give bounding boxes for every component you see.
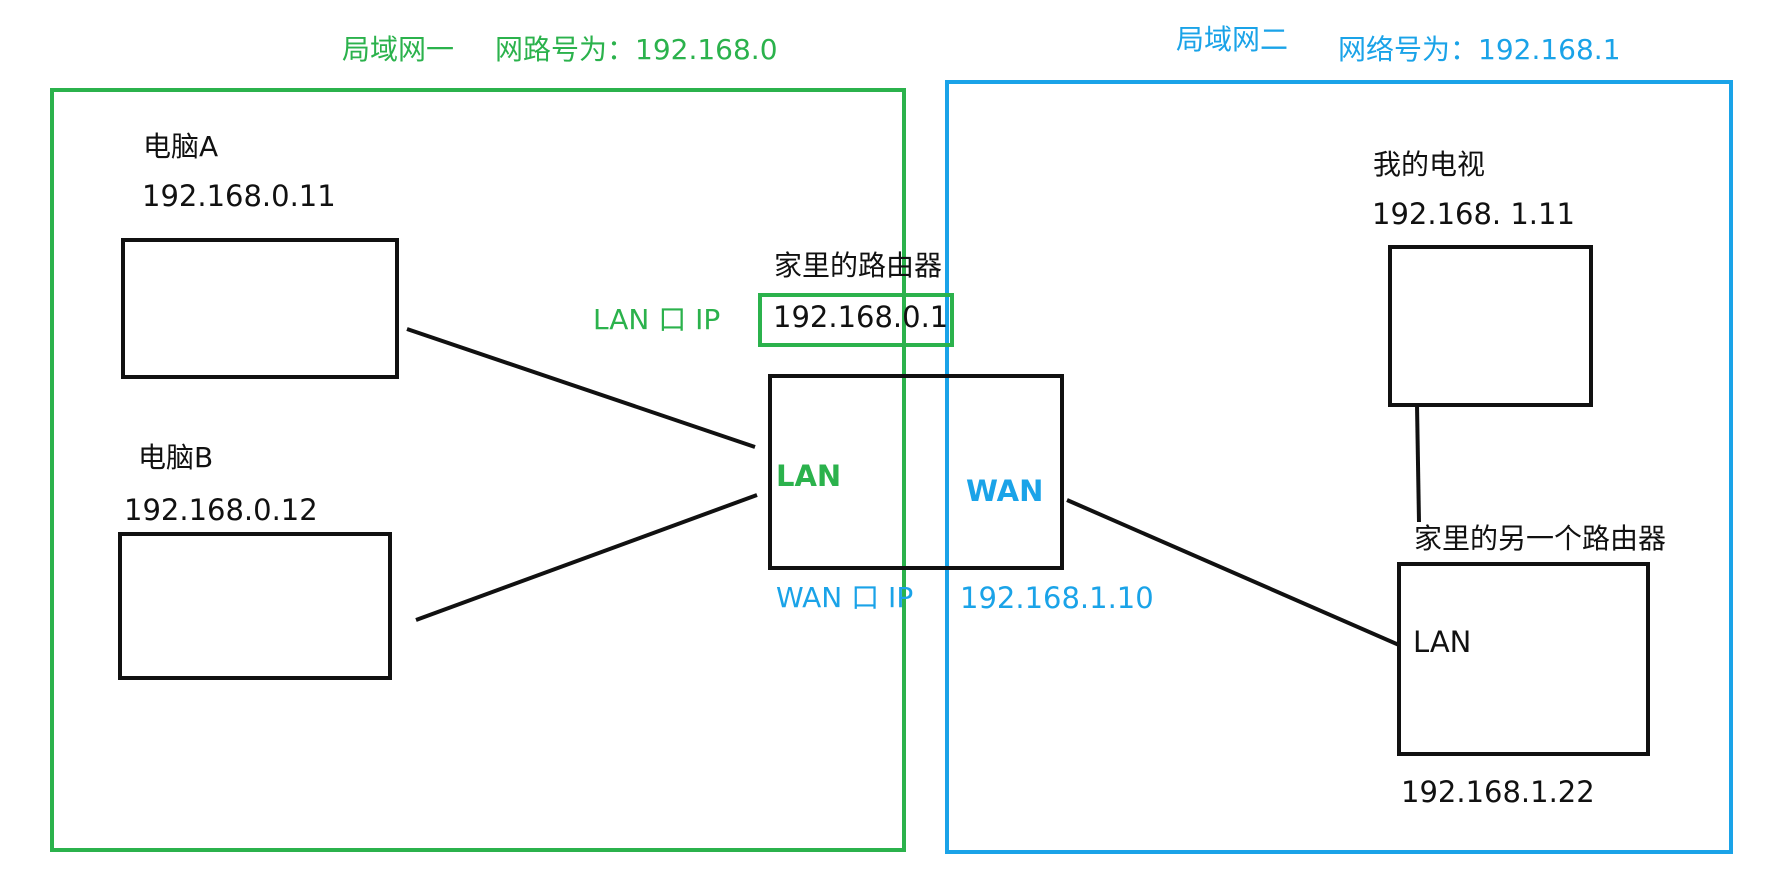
lan1-title: 局域网一 bbox=[342, 33, 455, 66]
other-router-ip: 192.168.1.22 bbox=[1401, 775, 1595, 809]
link-router-other-router bbox=[1066, 498, 1400, 647]
other-router-name: 家里的另一个路由器 bbox=[1414, 522, 1667, 555]
link-pc-a-router bbox=[406, 327, 756, 449]
pc-b-ip: 192.168.0.12 bbox=[124, 493, 318, 527]
pc-a-box bbox=[121, 238, 399, 379]
tv-box bbox=[1388, 245, 1593, 407]
other-router-port: LAN bbox=[1413, 625, 1472, 659]
home-router-lan-port: LAN bbox=[776, 459, 842, 493]
home-router-wan-port: WAN bbox=[966, 474, 1044, 508]
lan2-network-label: 网络号为：192.168.1 bbox=[1338, 33, 1621, 66]
wan-ip-label: WAN 口 IP bbox=[776, 581, 914, 614]
lan-ip-label: LAN 口 IP bbox=[593, 303, 721, 336]
lan-ip-value: 192.168.0.1 bbox=[773, 300, 949, 334]
pc-a-ip: 192.168.0.11 bbox=[142, 179, 336, 213]
pc-b-box bbox=[118, 532, 392, 680]
home-router-box bbox=[768, 374, 1064, 570]
tv-name: 我的电视 bbox=[1373, 148, 1486, 181]
home-router-name: 家里的路由器 bbox=[774, 249, 943, 282]
lan2-boundary bbox=[945, 80, 1733, 854]
other-router-box bbox=[1397, 562, 1650, 756]
tv-ip: 192.168. 1.11 bbox=[1372, 197, 1575, 231]
link-tv-other-router bbox=[1415, 404, 1421, 523]
lan1-boundary bbox=[50, 88, 906, 852]
link-pc-b-router bbox=[415, 493, 758, 622]
pc-a-name: 电脑A bbox=[143, 130, 219, 163]
lan2-title: 局域网二 bbox=[1176, 23, 1289, 56]
lan1-network-label: 网路号为：192.168.0 bbox=[495, 33, 778, 66]
lan-ip-highlight bbox=[758, 293, 954, 347]
pc-b-name: 电脑B bbox=[138, 441, 214, 474]
wan-ip-value: 192.168.1.10 bbox=[960, 581, 1154, 615]
